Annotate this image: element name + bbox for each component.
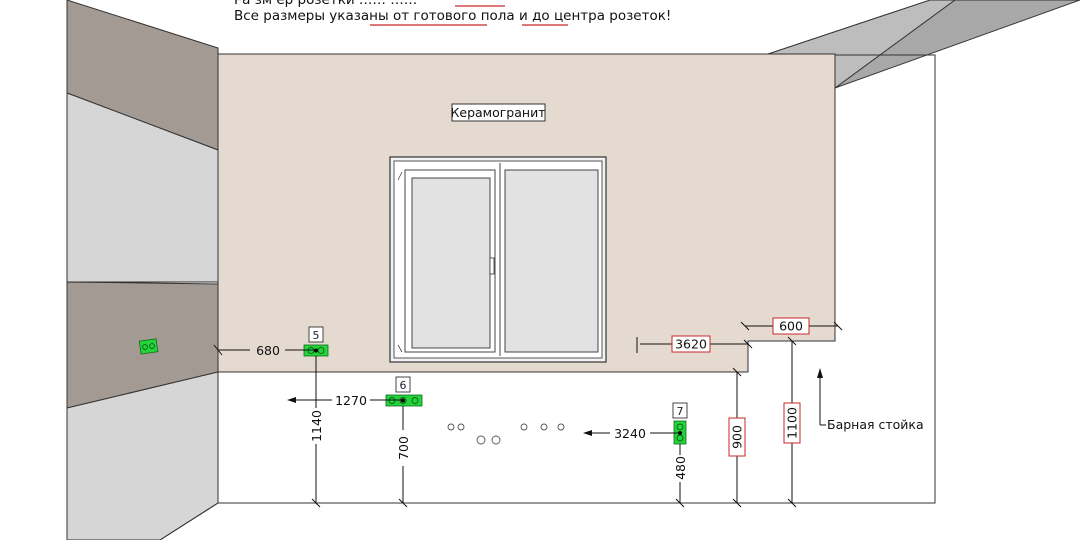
dim-700: 700 xyxy=(396,436,411,460)
socket-group-7: 7 xyxy=(672,402,688,445)
dim-900-box xyxy=(728,417,746,457)
window-left-glass xyxy=(411,177,491,349)
note-2-part-3: и xyxy=(515,8,532,24)
dim-600: 600 xyxy=(779,319,803,334)
dimension-arrows xyxy=(287,368,823,436)
back-wall-outline xyxy=(218,54,936,504)
socket-5-tag: 5 xyxy=(313,329,320,342)
outlet-markers xyxy=(447,423,565,445)
material-label: Керамогранит xyxy=(451,105,546,120)
dim-3620-box xyxy=(671,335,711,353)
dim-3240: 3240 xyxy=(614,426,646,441)
dimension-lines xyxy=(213,321,843,508)
dim-1100-box xyxy=(783,402,801,444)
note-2-part-5: розеток! xyxy=(605,8,671,24)
note-2-part-1: Все размеры указаны xyxy=(234,8,393,24)
dim-1100: 1100 xyxy=(785,407,800,439)
note-2-part-4: до центра xyxy=(532,8,605,24)
socket-7-tag-box xyxy=(672,402,688,419)
dim-480: 480 xyxy=(673,456,688,480)
socket-6-tag-box xyxy=(395,376,411,393)
note-underlines xyxy=(370,5,568,26)
note-line-2: Все размеры указаны от готового пола и д… xyxy=(234,8,671,24)
window-right-glass xyxy=(504,169,599,353)
dim-680: 680 xyxy=(256,343,280,358)
dim-900: 900 xyxy=(730,425,745,449)
dim-1140: 1140 xyxy=(309,410,324,442)
note-line-1: Ра зм ер розетки …… …… xyxy=(234,0,417,8)
window xyxy=(389,156,607,363)
note-2-part-2: от готового пола xyxy=(393,8,515,24)
bar-counter-label: Барная стойка xyxy=(827,417,924,432)
dim-1270: 1270 xyxy=(335,393,367,408)
socket-6-tag: 6 xyxy=(400,379,407,392)
material-label-box xyxy=(451,103,546,122)
left-wall-socket xyxy=(138,338,159,355)
dim-3620: 3620 xyxy=(675,337,707,352)
window-handle xyxy=(489,257,495,275)
socket-7-tag: 7 xyxy=(677,405,684,418)
socket-group-6: 6 xyxy=(385,376,423,407)
left-wall xyxy=(66,0,219,540)
socket-5-tag-box xyxy=(308,326,324,343)
dim-600-box xyxy=(772,317,810,335)
